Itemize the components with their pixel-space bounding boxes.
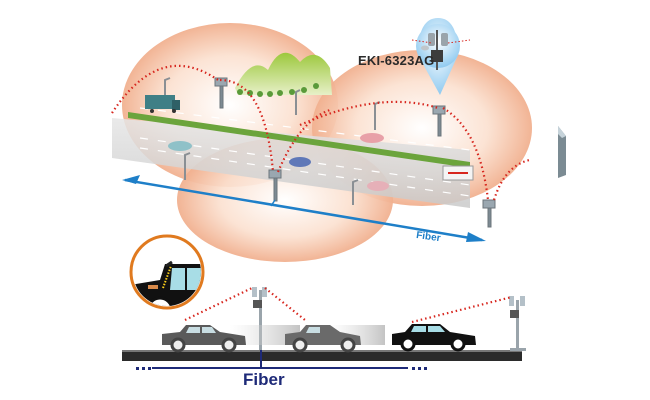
bottom-road (122, 350, 522, 361)
black-car-icon (392, 324, 476, 352)
hills-icon (235, 52, 332, 97)
wireless-links-top (111, 64, 531, 201)
bottom-vehicles (162, 324, 476, 353)
police-car-icon (367, 181, 389, 191)
ap-pole-icon (432, 105, 446, 137)
police-car-icon (360, 133, 384, 143)
fiber-label-bottom: Fiber (243, 370, 285, 389)
fiber-link-top (122, 175, 486, 242)
ap-pole-icon (509, 296, 526, 351)
car-icon (289, 157, 311, 167)
vehicles-top (145, 95, 474, 191)
bottom-ap-poles (252, 287, 526, 351)
access-point-poles (214, 77, 496, 228)
edge-post-icon (558, 126, 566, 178)
car-icon (168, 141, 192, 151)
ap-pole-icon (482, 199, 496, 228)
truck-icon (145, 95, 180, 113)
moving-car-icon (162, 325, 246, 353)
fiber-link-bottom (136, 350, 427, 370)
wireless-links-bottom (184, 287, 513, 324)
device-model-label: EKI-6323AG (358, 53, 435, 68)
ambulance-icon (442, 165, 474, 181)
device-callout (411, 18, 471, 95)
vehicle-antenna-inset (129, 234, 205, 310)
ap-pole-icon (252, 287, 267, 350)
moving-car-icon (285, 325, 361, 353)
ap-pole-icon (268, 169, 282, 202)
